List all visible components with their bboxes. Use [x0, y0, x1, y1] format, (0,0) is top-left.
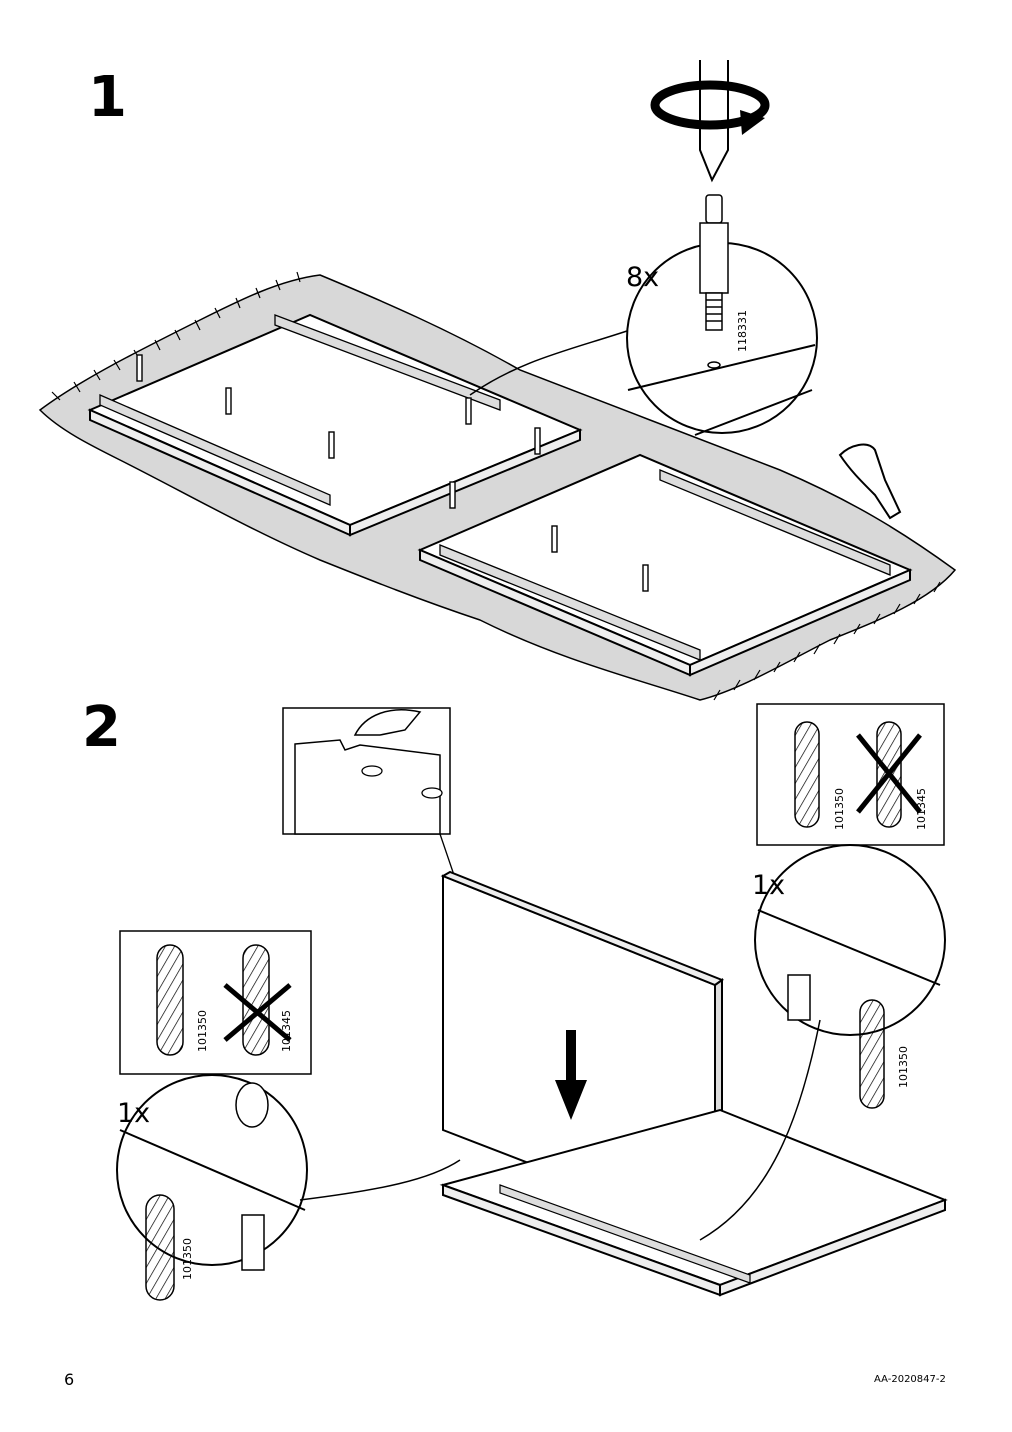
part-number-wrong-left: 101345 [280, 1010, 293, 1052]
step-number-2: 2 [82, 695, 121, 760]
part-number-wrong-right: 101345 [915, 788, 928, 830]
part-number-correct-zoom-left: 101350 [181, 1238, 194, 1280]
page-number: 6 [64, 1370, 75, 1389]
step-number-1: 1 [88, 65, 127, 130]
rotate-arrow-icon [650, 80, 770, 135]
cross-mark-icon [223, 983, 292, 1042]
cross-mark-icon [856, 733, 922, 814]
panel-left [87, 313, 583, 537]
document-code: AA-2020847-2 [874, 1374, 946, 1385]
quantity-label-left: 1x [117, 1098, 151, 1129]
inset-box-dowels-left [119, 930, 312, 1075]
down-arrow-icon [555, 1030, 587, 1120]
inset-box-dowels-right [756, 703, 945, 846]
quantity-label: 8x [626, 262, 660, 293]
cam-bolt-118331 [699, 194, 729, 369]
part-number-correct-zoom-right: 101350 [897, 1046, 910, 1088]
panel-right [417, 453, 913, 677]
part-number: 118331 [736, 310, 749, 352]
hand-pointing-icon [838, 443, 902, 520]
part-number-correct-left: 101350 [196, 1010, 209, 1052]
base-panel [439, 1108, 948, 1297]
part-number-correct-right: 101350 [833, 788, 846, 830]
quantity-label-right: 1x [752, 870, 786, 901]
